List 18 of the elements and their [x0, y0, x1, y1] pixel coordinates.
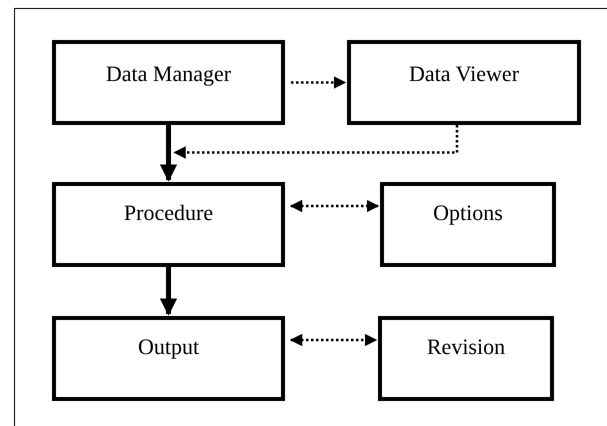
- box-label: Procedure: [124, 201, 214, 226]
- box-label: Options: [433, 201, 503, 226]
- box-label: Data Viewer: [408, 62, 520, 86]
- arrow: [291, 76, 346, 89]
- arrow: [173, 125, 458, 159]
- process-box: [347, 40, 581, 125]
- arrow: [160, 267, 178, 316]
- process-box: [52, 40, 285, 125]
- arrow: [290, 200, 380, 212]
- box-label: Output: [138, 335, 200, 360]
- box-label: Data Manager: [106, 62, 232, 86]
- process-box: [378, 316, 554, 401]
- arrow: [160, 125, 178, 182]
- process-box: [52, 316, 285, 401]
- box-label: Revision: [426, 335, 506, 360]
- arrow: [290, 334, 378, 346]
- process-box: [380, 182, 556, 267]
- process-box: [52, 182, 285, 267]
